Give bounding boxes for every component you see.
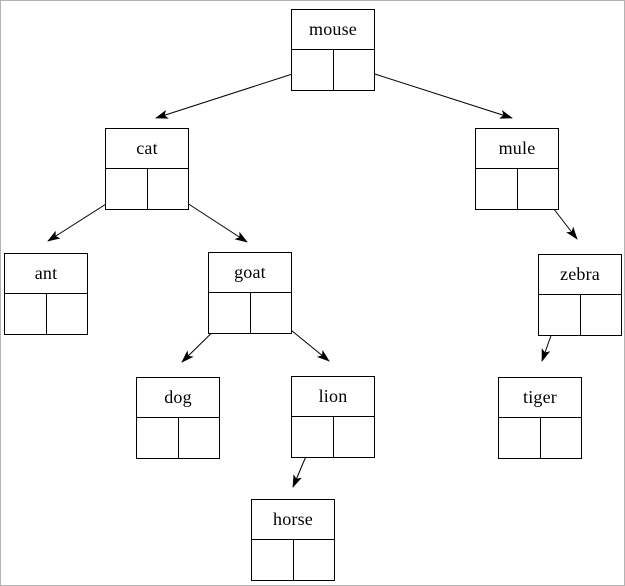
node-label-mouse: mouse bbox=[292, 10, 374, 50]
right-pointer-cell-mouse bbox=[334, 50, 375, 90]
tree-node-zebra: zebra bbox=[538, 254, 622, 336]
edge-mouse-mule bbox=[352, 66, 513, 119]
tree-node-mouse: mouse bbox=[291, 9, 375, 91]
left-pointer-cell-mouse bbox=[292, 50, 334, 90]
right-pointer-cell-ant bbox=[47, 294, 88, 334]
left-pointer-cell-ant bbox=[5, 294, 47, 334]
left-pointer-cell-goat bbox=[209, 293, 251, 333]
tree-node-lion: lion bbox=[291, 376, 375, 458]
node-label-cat: cat bbox=[106, 129, 188, 169]
right-pointer-cell-cat bbox=[148, 169, 189, 209]
left-pointer-cell-lion bbox=[292, 417, 334, 457]
tree-node-ant: ant bbox=[4, 253, 88, 335]
tree-node-cat: cat bbox=[105, 128, 189, 210]
left-pointer-cell-zebra bbox=[539, 295, 581, 335]
left-pointer-cell-mule bbox=[476, 169, 518, 209]
node-label-tiger: tiger bbox=[499, 378, 581, 418]
right-pointer-cell-dog bbox=[179, 418, 220, 458]
node-label-horse: horse bbox=[252, 500, 334, 540]
node-label-ant: ant bbox=[5, 254, 87, 294]
node-label-mule: mule bbox=[476, 129, 558, 169]
left-pointer-cell-cat bbox=[106, 169, 148, 209]
node-label-zebra: zebra bbox=[539, 255, 621, 295]
tree-node-mule: mule bbox=[475, 128, 559, 210]
tree-node-horse: horse bbox=[251, 499, 335, 581]
tree-node-dog: dog bbox=[136, 377, 220, 459]
left-pointer-cell-dog bbox=[137, 418, 179, 458]
right-pointer-cell-mule bbox=[518, 169, 559, 209]
tree-node-goat: goat bbox=[208, 252, 292, 334]
left-pointer-cell-horse bbox=[252, 540, 294, 580]
right-pointer-cell-horse bbox=[294, 540, 335, 580]
right-pointer-cell-lion bbox=[334, 417, 375, 457]
right-pointer-cell-zebra bbox=[581, 295, 622, 335]
node-label-goat: goat bbox=[209, 253, 291, 293]
node-label-lion: lion bbox=[292, 377, 374, 417]
left-pointer-cell-tiger bbox=[499, 418, 541, 458]
tree-node-tiger: tiger bbox=[498, 377, 582, 459]
right-pointer-cell-goat bbox=[251, 293, 292, 333]
right-pointer-cell-tiger bbox=[541, 418, 582, 458]
node-label-dog: dog bbox=[137, 378, 219, 418]
